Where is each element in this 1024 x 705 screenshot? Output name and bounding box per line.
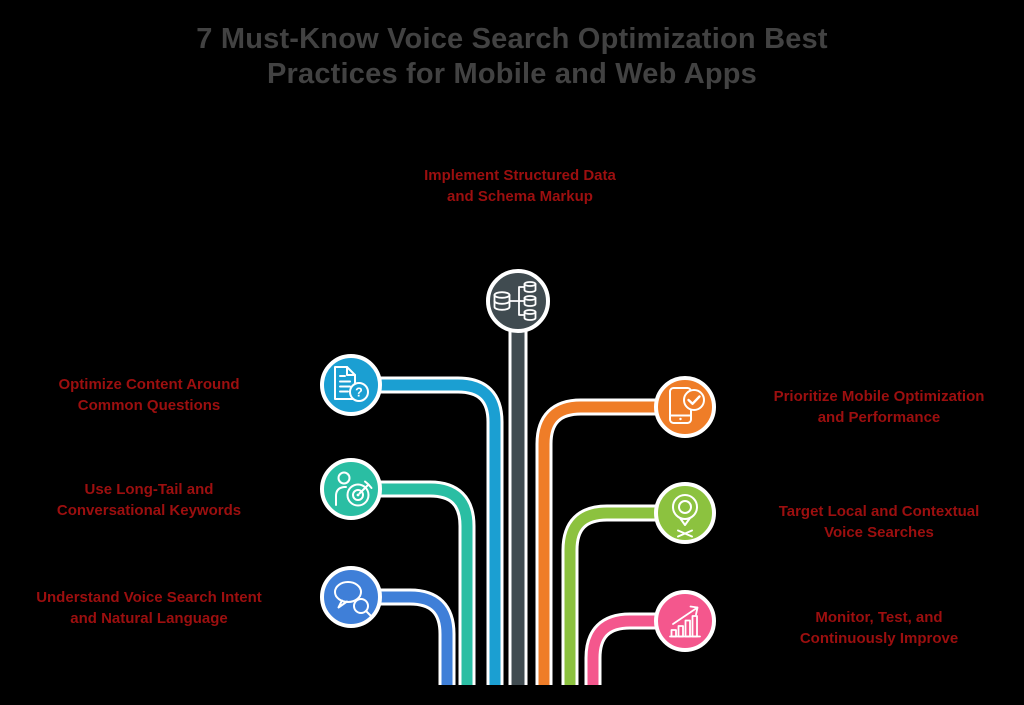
label-line: Understand Voice Search Intent (36, 589, 262, 606)
phone-check-icon (669, 387, 705, 424)
label-long-tail-keywords: Use Long-Tail and Conversational Keyword… (18, 479, 280, 521)
node-circle-content-questions (320, 354, 382, 416)
label-line: and Natural Language (70, 610, 228, 627)
node-circle-mobile-optimization (654, 376, 716, 438)
connector-monitor-improve (584, 612, 685, 685)
label-line: Implement Structured Data (424, 167, 616, 184)
growth-chart-icon (669, 605, 701, 638)
label-line: Optimize Content Around (58, 376, 240, 393)
label-line: and Performance (817, 409, 941, 426)
page-title-line1: 7 Must-Know Voice Search Optimization Be… (196, 23, 828, 55)
label-local-voice: Target Local and Contextual Voice Search… (748, 501, 1010, 543)
label-structured-data: Implement Structured Data and Schema Mar… (380, 165, 660, 207)
label-line: and Schema Markup (447, 188, 593, 205)
label-content-questions: Optimize Content Around Common Questions (18, 374, 280, 416)
label-line: Monitor, Test, and (815, 609, 943, 626)
label-line: Conversational Keywords (56, 502, 242, 519)
node-circle-long-tail-keywords (320, 458, 382, 520)
connector-mobile-optimization (535, 398, 685, 685)
document-question-icon: ? (334, 366, 369, 402)
label-line: Continuously Improve (799, 630, 959, 647)
page-title-line2: Practices for Mobile and Web Apps (266, 58, 758, 90)
chat-search-icon (334, 581, 373, 618)
label-monitor-improve: Monitor, Test, and Continuously Improve (748, 607, 1010, 649)
label-voice-intent: Understand Voice Search Intent and Natur… (8, 587, 290, 629)
connector-long-tail-keywords (351, 480, 476, 685)
label-line: Prioritize Mobile Optimization (773, 388, 985, 405)
connector-content-questions (351, 376, 504, 685)
database-schema-icon (493, 281, 537, 321)
label-line: Target Local and Contextual (778, 503, 980, 520)
question-mark-glyph: ? (355, 386, 363, 400)
connector-voice-intent (351, 588, 456, 685)
label-line: Common Questions (77, 397, 221, 414)
page-title: 7 Must-Know Voice Search Optimization Be… (0, 22, 1024, 92)
label-line: Voice Searches (824, 524, 934, 541)
person-target-icon (335, 471, 373, 507)
label-line: Use Long-Tail and (84, 481, 214, 498)
location-pin-icon (672, 494, 698, 538)
label-mobile-optimization: Prioritize Mobile Optimization and Perfo… (748, 386, 1010, 428)
connector-local-voice (561, 504, 685, 685)
